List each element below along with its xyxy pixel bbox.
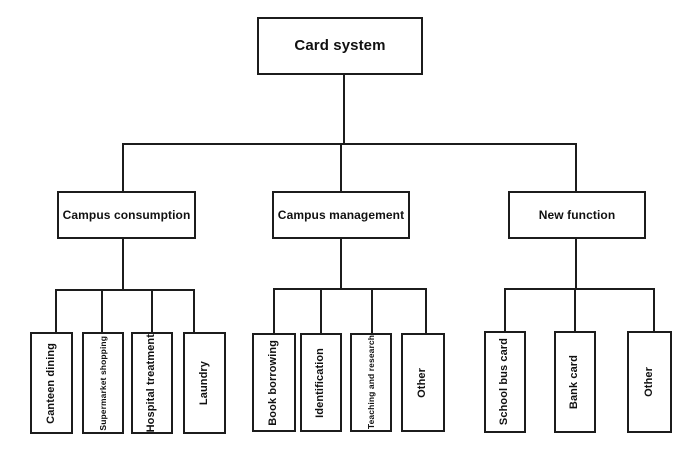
node-label: Campus management <box>277 207 405 222</box>
connector-drop-branch-2 <box>575 143 577 192</box>
node-label: Bank card <box>568 354 581 410</box>
connector-drop-g0-leaf-0 <box>55 289 57 332</box>
connector-stem-group-0 <box>122 239 124 290</box>
connector-bus-group-0 <box>55 289 195 291</box>
connector-root-stem <box>343 75 345 144</box>
node-label: Laundry <box>197 360 210 406</box>
node-label: Book borrowing <box>267 339 280 426</box>
connector-drop-branch-1 <box>340 143 342 192</box>
node-bank-card[interactable]: Bank card <box>554 331 596 433</box>
node-laundry[interactable]: Laundry <box>183 332 226 434</box>
connector-drop-g2-leaf-1 <box>574 288 576 332</box>
connector-stem-group-2 <box>575 239 577 289</box>
connector-drop-g1-leaf-1 <box>320 288 322 333</box>
node-label: Canteen dining <box>44 342 57 424</box>
connector-drop-g0-leaf-1 <box>101 289 103 332</box>
node-canteen-dining[interactable]: Canteen dining <box>30 332 73 434</box>
node-identification[interactable]: Identification <box>300 333 342 432</box>
connector-drop-branch-0 <box>122 143 124 192</box>
node-label: Teaching and research <box>365 335 376 430</box>
connector-drop-g0-leaf-2 <box>151 289 153 332</box>
connector-bus-group-1 <box>273 288 427 290</box>
connector-stem-group-1 <box>340 239 342 289</box>
node-label: New function <box>538 207 616 222</box>
connector-drop-g1-leaf-3 <box>425 288 427 333</box>
node-book-borrowing[interactable]: Book borrowing <box>252 333 296 432</box>
node-label: Other <box>416 367 429 398</box>
node-teaching-and-research[interactable]: Teaching and research <box>350 333 392 432</box>
node-label: Identification <box>314 347 327 418</box>
connector-drop-g2-leaf-2 <box>653 288 655 332</box>
connector-drop-g2-leaf-0 <box>504 288 506 332</box>
node-label: School bus card <box>498 338 511 426</box>
node-other-new-function[interactable]: Other <box>627 331 672 433</box>
node-hospital-treatment[interactable]: Hospital treatment <box>131 332 173 434</box>
connector-drop-g1-leaf-0 <box>273 288 275 333</box>
node-label: Card system <box>294 37 386 55</box>
node-school-bus-card[interactable]: School bus card <box>484 331 526 433</box>
node-other-management[interactable]: Other <box>401 333 445 432</box>
node-label: Other <box>642 367 655 397</box>
node-card-system[interactable]: Card system <box>257 17 423 75</box>
node-campus-management[interactable]: Campus management <box>272 191 410 239</box>
node-label: Supermarket shopping <box>97 335 108 431</box>
node-label: Hospital treatment <box>145 333 158 433</box>
connector-drop-g1-leaf-2 <box>371 288 373 333</box>
connector-drop-g0-leaf-3 <box>193 289 195 332</box>
node-label: Campus consumption <box>62 207 191 222</box>
node-new-function[interactable]: New function <box>508 191 646 239</box>
node-supermarket-shopping[interactable]: Supermarket shopping <box>82 332 124 434</box>
connector-level2-bus <box>122 143 577 145</box>
connector-bus-group-2 <box>504 288 655 290</box>
node-campus-consumption[interactable]: Campus consumption <box>57 191 196 239</box>
